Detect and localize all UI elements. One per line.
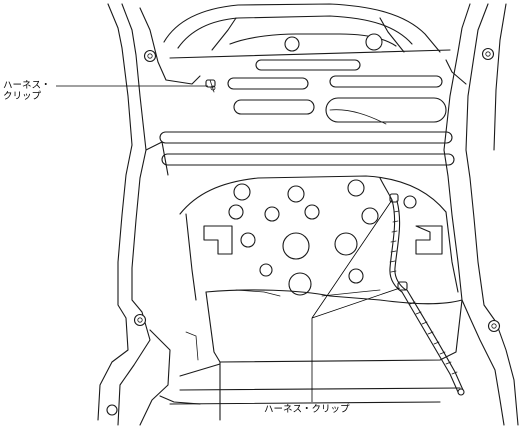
bolt-left-top: [143, 49, 157, 63]
upper-slot-plate: [159, 59, 455, 166]
bolt-left-bottom: [133, 313, 147, 327]
wire-harness: [379, 177, 465, 396]
inner-pocket: [179, 175, 459, 301]
left-frame-rail: [97, 3, 201, 426]
callout-leaders: [56, 85, 401, 402]
rear-hump: [163, 3, 451, 59]
harness-clip-upper: [205, 79, 216, 93]
right-frame-rail: [443, 3, 519, 426]
bolt-right-top: [481, 47, 495, 61]
bolt-bottom-left-corner: [106, 404, 118, 416]
callout-harness-clip-top: ハーネス・クリップ: [3, 80, 51, 102]
callout-harness-clip-bottom: ハーネス・クリップ: [264, 404, 350, 415]
bolt-right-bottom: [487, 319, 501, 333]
lower-tray: [169, 289, 463, 421]
